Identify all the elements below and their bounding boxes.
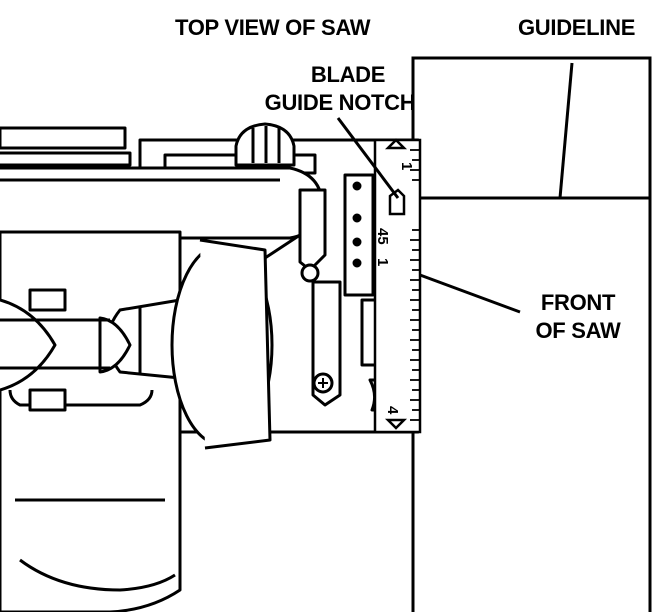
scale-mark-bottom: 4	[384, 406, 401, 415]
blade-guide-scale	[373, 138, 422, 434]
label-front-line2: OF SAW	[536, 318, 622, 343]
guideline-mark	[558, 62, 574, 199]
scale-mark-45: 45	[374, 228, 391, 245]
label-top-view: TOP VIEW OF SAW	[175, 15, 371, 40]
label-guideline: GUIDELINE	[518, 15, 635, 40]
motor-housing	[0, 230, 182, 612]
workpiece-board	[411, 56, 652, 612]
label-front-line1: FRONT	[541, 290, 616, 315]
scale-mark-1: 1	[374, 258, 391, 266]
front-of-saw-leader	[419, 273, 521, 314]
scale-mark-top: 1	[398, 162, 415, 170]
label-blade-line1: BLADE	[311, 62, 385, 87]
top-arrow-icon	[384, 138, 408, 150]
bottom-arrow-icon	[384, 418, 408, 430]
saw-body	[0, 122, 420, 612]
blade-notch-leader	[336, 117, 400, 199]
blade-guide-notch	[388, 188, 406, 216]
scale-ticks	[410, 149, 420, 421]
saw-handle	[0, 126, 127, 150]
label-blade-line2: GUIDE NOTCH	[265, 90, 416, 115]
